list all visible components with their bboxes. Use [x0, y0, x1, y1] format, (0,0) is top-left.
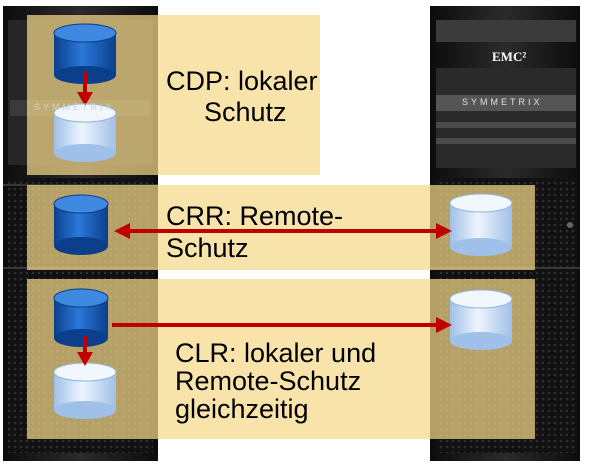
rack-left-wordmark: SYMMETRIX — [34, 102, 115, 112]
emc-logo: EMC² — [492, 49, 527, 64]
cdp-copy-cylinder — [53, 103, 117, 162]
clr-label-line3: gleichzeitig — [175, 394, 309, 424]
rack-right-nameplate — [436, 95, 576, 111]
clr-local-arrow — [77, 336, 93, 366]
crr-label-line1: CRR: Remote- — [166, 201, 344, 231]
cdp-label-line1: CDP: lokaler — [166, 66, 318, 96]
cdp-source-cylinder — [53, 23, 117, 84]
clr-label-line1: CLR: lokaler und — [175, 338, 377, 368]
clr-source-cylinder — [53, 288, 109, 347]
clr-remote-arrow — [112, 317, 452, 333]
clr-remote-cylinder — [449, 289, 513, 350]
clr-label-line2: Remote-Schutz — [175, 366, 362, 396]
crr-label-line2: Schutz — [166, 233, 249, 263]
crr-bidirectional-arrow — [114, 223, 452, 239]
cdp-label-line2: Schutz — [204, 97, 287, 127]
clr-local-copy-cylinder — [53, 362, 117, 419]
crr-source-cylinder — [53, 194, 109, 255]
rack-right-wordmark: SYMMETRIX — [462, 97, 543, 107]
crr-remote-cylinder — [449, 193, 513, 256]
cdp-arrow — [77, 72, 93, 106]
